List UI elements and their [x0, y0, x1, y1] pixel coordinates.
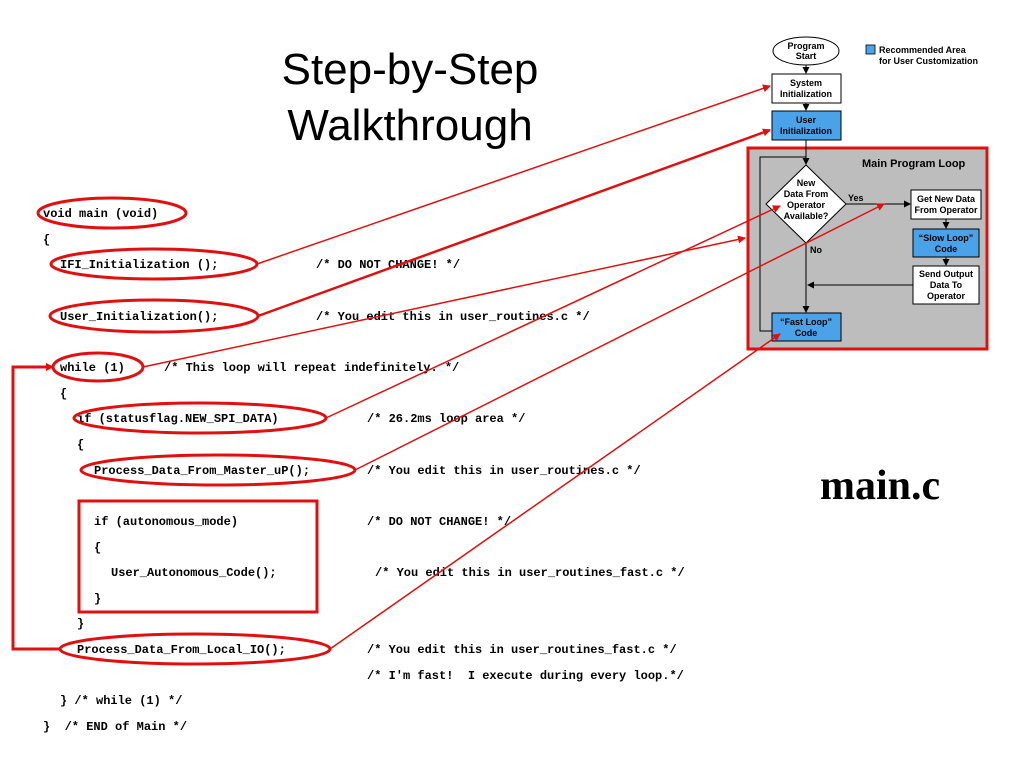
arrow-to-fast-loop: [329, 333, 781, 650]
legend-swatch: [865, 44, 876, 55]
user-init-label: User: [796, 115, 817, 125]
highlight-ifi-init: [49, 247, 259, 281]
code-comment: /* You edit this in user_routines.c */: [367, 464, 641, 478]
highlight-while: [51, 351, 145, 383]
arrow-to-loop: [142, 235, 746, 368]
code-process-master: Process_Data_From_Master_uP();: [94, 464, 311, 478]
highlight-process-local: [58, 632, 332, 666]
code-brace: }: [94, 592, 102, 606]
code-while-close: } /* while (1) */: [60, 694, 183, 708]
program-start-label: Start: [796, 51, 817, 61]
code-comment: /* This loop will repeat indefinitely. *…: [164, 361, 460, 375]
code-brace: {: [43, 233, 51, 247]
program-start-label: Program: [787, 41, 824, 51]
loop-back-line: [759, 156, 806, 332]
code-void-main: void main (void): [43, 207, 159, 221]
code-comment: /* DO NOT CHANGE! */: [316, 258, 461, 272]
send-output-label: Data To: [930, 280, 963, 290]
code-comment: /* I'm fast! I execute during every loop…: [367, 669, 684, 683]
code-main-close: } /* END of Main */: [43, 720, 188, 734]
legend-label: for User Customization: [879, 56, 978, 66]
code-comment: /* You edit this in user_routines.c */: [316, 310, 590, 324]
user-init-node: [771, 110, 842, 141]
code-process-local: Process_Data_From_Local_IO();: [77, 643, 286, 657]
code-if-autonomous: if (autonomous_mode): [94, 515, 239, 529]
send-output-label: Operator: [927, 291, 966, 301]
highlight-autonomous-block: [77, 499, 319, 614]
code-brace: }: [77, 617, 85, 631]
system-init-node: [771, 73, 842, 104]
fast-loop-label: “Fast Loop”: [780, 317, 832, 327]
get-new-data-label: Get New Data: [917, 194, 976, 204]
arrow-to-system-init: [256, 84, 771, 265]
loop-bracket-arrow: [11, 363, 60, 651]
fast-loop-node: [771, 312, 842, 342]
send-output-label: Send Output: [919, 269, 973, 279]
code-brace: {: [94, 541, 102, 555]
code-brace: {: [60, 387, 68, 401]
yes-label: Yes: [848, 193, 864, 203]
slide-title-line-2: Walkthrough: [287, 101, 533, 150]
highlight-void-main: [36, 196, 188, 230]
system-init-label: Initialization: [780, 89, 832, 99]
system-init-label: System: [790, 78, 822, 88]
slow-loop-node: [912, 228, 980, 258]
file-label: main.c: [820, 463, 941, 509]
decision-label: Available?: [784, 211, 829, 221]
code-comment: /* 26.2ms loop area */: [367, 412, 526, 426]
slow-loop-label: “Slow Loop”: [919, 233, 974, 243]
decision-label: Operator: [787, 200, 826, 210]
arrow-to-user-init: [257, 128, 771, 318]
code-user-autonomous: User_Autonomous_Code();: [111, 566, 277, 580]
legend-label: Recommended Area: [879, 45, 967, 55]
slow-loop-label: Code: [935, 244, 958, 254]
fast-loop-label: Code: [795, 328, 818, 338]
arrow-to-decision: [325, 205, 781, 419]
code-ifi-init: IFI_Initialization ();: [60, 258, 219, 272]
code-user-init: User_Initialization();: [60, 310, 219, 324]
code-comment: /* DO NOT CHANGE! */: [367, 515, 512, 529]
slide-title: Step-by-Step Walkthrough: [200, 42, 620, 154]
get-new-data-node: [910, 189, 982, 220]
main-loop-title: Main Program Loop: [862, 158, 966, 170]
highlight-if-spi: [72, 401, 328, 435]
code-brace: {: [77, 438, 85, 452]
send-output-node: [912, 265, 980, 305]
decision-label: New: [797, 178, 817, 188]
user-init-label: Initialization: [780, 126, 832, 136]
decision-label: Data From: [784, 189, 829, 199]
code-comment: /* You edit this in user_routines_fast.c…: [367, 643, 677, 657]
arrow-to-get-new-data: [354, 203, 885, 471]
slide-title-line-1: Step-by-Step: [281, 45, 539, 94]
highlight-process-master: [79, 453, 357, 487]
no-label: No: [810, 245, 822, 255]
get-new-data-label: From Operator: [914, 205, 978, 215]
code-while: while (1): [60, 361, 125, 375]
highlight-user-init: [48, 298, 260, 334]
